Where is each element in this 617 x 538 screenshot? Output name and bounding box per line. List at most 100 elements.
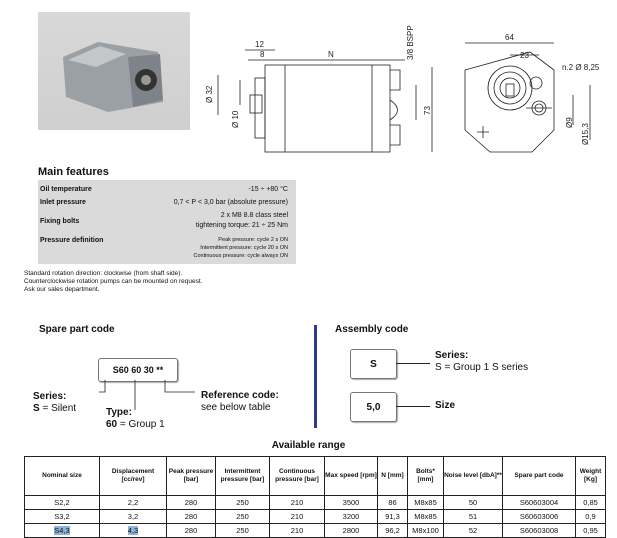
table-cell: S2,2 [24, 495, 100, 510]
connector [396, 406, 430, 407]
assembly-title: Assembly code [335, 324, 409, 335]
svg-text:Ø 32: Ø 32 [205, 85, 214, 103]
pump-photo [38, 12, 190, 130]
svg-text:N: N [328, 50, 334, 59]
table-cell: 280 [166, 509, 216, 524]
table-cell: 210 [269, 523, 325, 538]
series-label: Series: [33, 391, 67, 402]
reference-value: see below table [201, 402, 271, 413]
column-header: N [mm] [377, 456, 408, 496]
features-title: Main features [38, 166, 109, 178]
feature-value: Intermittent pressure: cycle 20 s ON [200, 245, 288, 251]
svg-text:23: 23 [520, 51, 529, 60]
svg-text:64: 64 [505, 33, 514, 42]
feature-label: Pressure definition [40, 237, 104, 244]
table-cell: 50 [443, 495, 503, 510]
section-divider [314, 325, 317, 428]
series-legend: Series:S = Silent [33, 391, 76, 415]
table-cell: 280 [166, 523, 216, 538]
feature-label: Fixing bolts [40, 218, 80, 225]
table-cell: S4,3 [24, 523, 100, 538]
column-header: Intermittent pressure [bar] [215, 456, 270, 496]
column-header: Max speed [rpm] [324, 456, 378, 496]
table-cell: 52 [443, 523, 503, 538]
features-panel: Oil temperature -15 ÷ +80 °C Inlet press… [38, 180, 296, 264]
column-header: Peak pressure [bar] [166, 456, 216, 496]
svg-text:12: 12 [255, 40, 264, 49]
feature-value: -15 ÷ +80 °C [248, 186, 288, 193]
table-cell: S60603008 [502, 523, 576, 538]
svg-text:3/8 BSPP: 3/8 BSPP [406, 25, 415, 60]
series-key: S [33, 403, 40, 414]
table-cell: M8x100 [407, 523, 444, 538]
note: Ask our sales department. [24, 286, 100, 293]
svg-text:8: 8 [260, 50, 265, 59]
type-label: Type: [106, 407, 132, 418]
feature-label: Inlet pressure [40, 199, 86, 206]
series-code-box: S [350, 349, 397, 379]
table-cell: 0,95 [575, 523, 606, 538]
table-cell: 280 [166, 495, 216, 510]
table-cell: 91,3 [377, 509, 408, 524]
table-cell: 210 [269, 509, 325, 524]
table-cell: S3,2 [24, 509, 100, 524]
svg-text:Ø 10: Ø 10 [231, 110, 240, 128]
svg-text:Ø9: Ø9 [565, 117, 574, 128]
note: Standard rotation direction: clockwise (… [24, 270, 183, 277]
rotation-notes: Standard rotation direction: clockwise (… [24, 270, 203, 294]
table-cell: 0,9 [575, 509, 606, 524]
assembly-series-legend: Series:S = Group 1 S series [435, 350, 528, 374]
column-header: Displacement [cc/rev] [99, 456, 167, 496]
table-cell: 0,85 [575, 495, 606, 510]
table-cell: S60603006 [502, 509, 576, 524]
table-cell: 51 [443, 509, 503, 524]
reference-legend: Reference code:see below table [201, 390, 279, 414]
size-code-box: 5,0 [350, 392, 397, 422]
selected-text[interactable]: 4,3 [127, 526, 139, 535]
spare-part-title: Spare part code [39, 324, 115, 335]
table-cell: 3200 [324, 509, 378, 524]
selected-text[interactable]: S4,3 [54, 526, 70, 535]
table-cell: 96,2 [377, 523, 408, 538]
table-cell: 2800 [324, 523, 378, 538]
table-cell: 250 [215, 509, 270, 524]
svg-text:Ø15,3: Ø15,3 [581, 123, 590, 145]
spare-code-box: S60 60 30 ** [98, 358, 178, 382]
table-cell: M8x85 [407, 509, 444, 524]
feature-value: Peak pressure: cycle 2 s ON [218, 237, 288, 243]
type-value: = Group 1 [117, 419, 165, 430]
table-cell: M8x85 [407, 495, 444, 510]
svg-text:73: 73 [423, 106, 432, 115]
table-cell: 3,2 [99, 509, 167, 524]
note: Counterclockwise rotation pumps can be m… [24, 278, 203, 285]
table-cell: 3500 [324, 495, 378, 510]
svg-text:n.2 Ø 8,25: n.2 Ø 8,25 [562, 63, 600, 72]
table-cell: 86 [377, 495, 408, 510]
size-label: Size [435, 400, 456, 411]
table-cell: 250 [215, 523, 270, 538]
table-cell: 2,2 [99, 495, 167, 510]
reference-label: Reference code: [201, 390, 279, 401]
feature-label: Oil temperature [40, 186, 92, 193]
column-header: Bolts* [mm] [407, 456, 444, 496]
series-value: = Silent [39, 403, 77, 414]
table-cell: 210 [269, 495, 325, 510]
feature-value: tightening torque: 21 ÷ 25 Nm [195, 222, 288, 229]
column-header: Weight [Kg] [575, 456, 606, 496]
feature-value: 2 x M8 8.8 class steel [220, 212, 288, 219]
column-header: Spare part code [502, 456, 576, 496]
series-label: Series: [435, 350, 469, 361]
feature-value: 0,7 < P < 3,0 bar (absolute pressure) [173, 199, 288, 206]
type-key: 60 [106, 419, 118, 430]
table-cell: 4,3 [99, 523, 167, 538]
table-title: Available range [271, 440, 346, 451]
table-cell: 250 [215, 495, 270, 510]
series-value: S = Group 1 S series [435, 362, 529, 373]
column-header: Continuous pressure [bar] [269, 456, 325, 496]
